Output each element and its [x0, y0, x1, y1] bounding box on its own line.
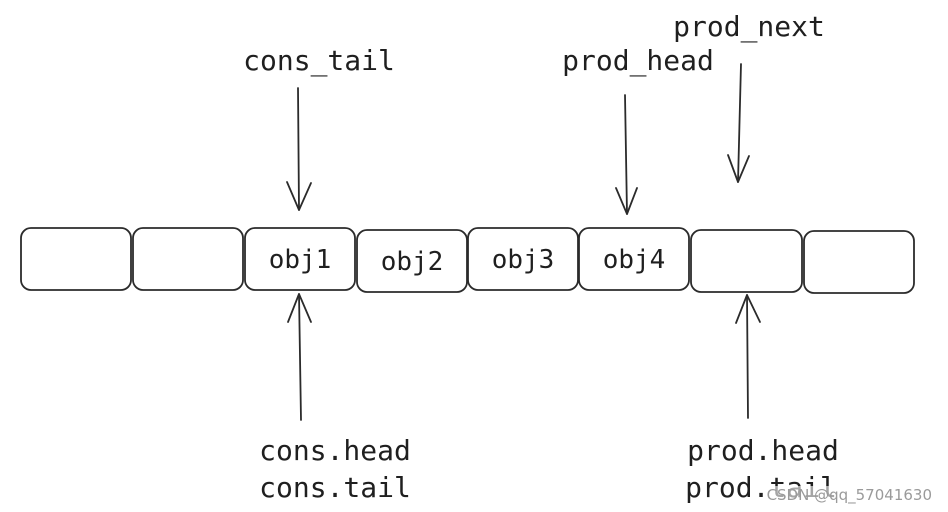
- ring-cell: [132, 227, 244, 291]
- cons-tail-arrow: [286, 87, 312, 211]
- ring-cell-box: [578, 227, 690, 291]
- ring-cell: obj1: [244, 227, 356, 291]
- prod-next-label: prod_next: [673, 10, 825, 44]
- prod-head-bottom-label: prod.head: [687, 434, 839, 467]
- ring-cell-box: [356, 229, 468, 293]
- ring-cell: [690, 229, 803, 293]
- cons-head-label: cons.head: [259, 434, 411, 467]
- ring-buffer: obj1 obj2 obj3 obj4: [20, 227, 915, 294]
- ring-cell-box: [20, 227, 132, 291]
- prod-next-arrow: [727, 63, 750, 183]
- ring-cell-label: obj2: [381, 247, 444, 277]
- ring-cell: obj3: [467, 227, 579, 291]
- cons-tail-bottom-label: cons.tail: [259, 471, 411, 504]
- ring-cell-label: obj1: [269, 245, 332, 275]
- ring-cell: [803, 230, 915, 294]
- ring-cell: [20, 227, 132, 291]
- cons-head-arrow: [287, 293, 312, 421]
- ring-cell-box: [467, 227, 579, 291]
- watermark: CSDN @qq_57041630: [764, 486, 934, 504]
- ring-cell-box: [803, 230, 915, 294]
- ring-cell-box: [690, 229, 803, 293]
- ring-cell: obj2: [356, 229, 468, 293]
- ring-cell-label: obj3: [492, 245, 555, 275]
- prod-head-label: prod_head: [562, 44, 714, 78]
- prod-head-arrow: [615, 94, 638, 215]
- ring-cell-box: [132, 227, 244, 291]
- ring-cell-box: [244, 227, 356, 291]
- cons-tail-label: cons_tail: [243, 44, 395, 78]
- ring-cell-label: obj4: [603, 245, 666, 275]
- ring-cell: obj4: [578, 227, 690, 291]
- prod-head-tail-arrow: [735, 294, 761, 419]
